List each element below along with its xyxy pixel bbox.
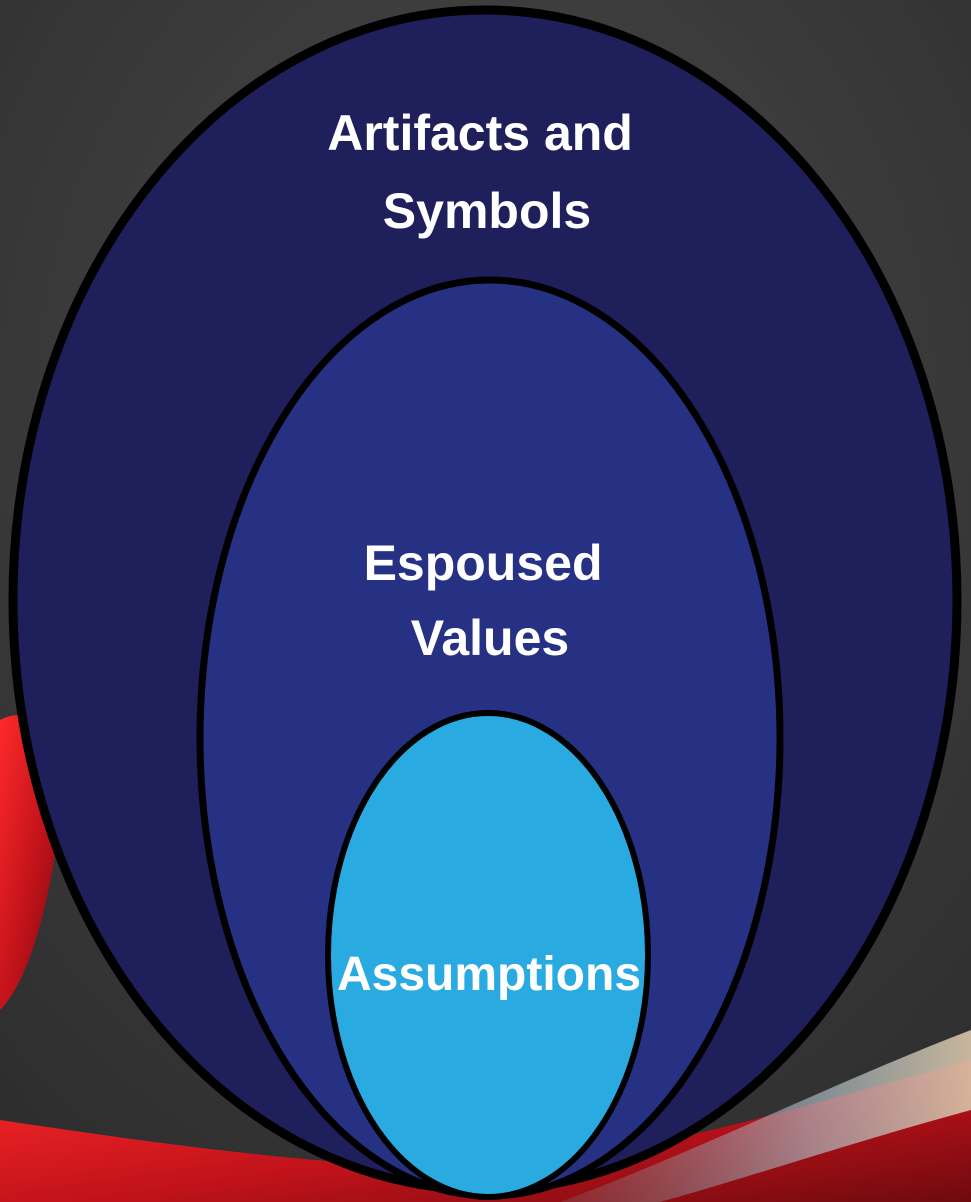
inner-ellipse-assumptions [325, 710, 651, 1200]
assumptions-label-line-1: Assumptions [337, 948, 641, 1001]
artifacts-label: Artifacts and Symbols [327, 105, 647, 239]
espoused-values-label-line-1: Espoused [364, 535, 603, 591]
espoused-values-label: Espoused Values [364, 535, 617, 666]
assumptions-label: Assumptions [337, 948, 641, 1001]
artifacts-label-line-2: Symbols [383, 183, 591, 239]
silver-sheen-band [560, 1030, 971, 1202]
artifacts-label-line-1: Artifacts and [327, 105, 633, 161]
espoused-values-label-line-2: Values [411, 610, 569, 666]
